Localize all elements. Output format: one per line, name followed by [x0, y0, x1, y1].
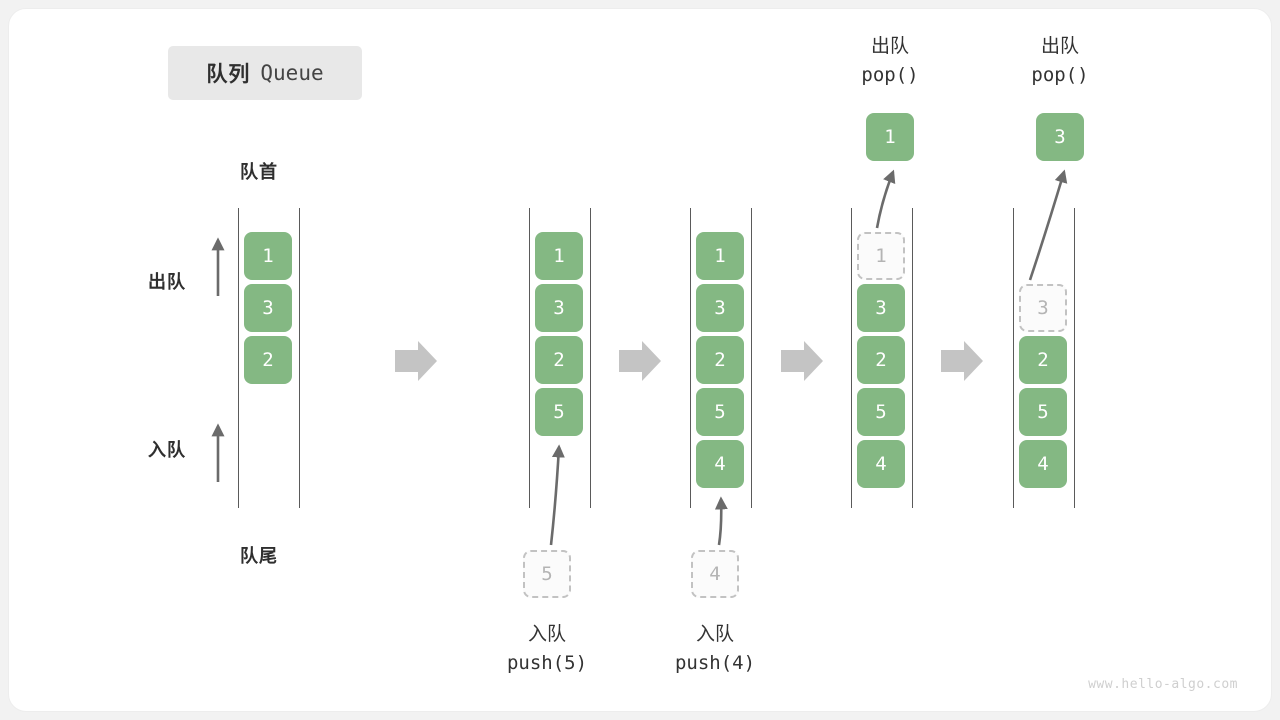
- queue-rail-right-stage4: [912, 208, 913, 508]
- queue-rail-right-stage2: [590, 208, 591, 508]
- queue-rail-right-stage3: [751, 208, 752, 508]
- incoming-ghost-cell: 5: [523, 550, 571, 598]
- queue-cell: 4: [857, 440, 905, 488]
- diagram-card: [8, 8, 1272, 712]
- popped-cell: 3: [1036, 113, 1084, 161]
- push-5-caption-code: push(5): [452, 649, 642, 678]
- watermark: www.hello-algo.com: [1088, 677, 1238, 692]
- push-4-fn: push(: [674, 652, 733, 675]
- push-4-caption-cn: 入队: [695, 624, 734, 645]
- queue-cell: 2: [1019, 336, 1067, 384]
- pop-3-caption: 出队 pop(): [985, 32, 1135, 91]
- queue-rail-left-stage2: [529, 208, 530, 508]
- queue-cell: 5: [857, 388, 905, 436]
- queue-cell: 2: [244, 336, 292, 384]
- push-5-fn: push(: [506, 652, 565, 675]
- queue-cell: 3: [535, 284, 583, 332]
- push-4-caption-code: push(4): [620, 649, 810, 678]
- queue-rail-right-stage1: [299, 208, 300, 508]
- pop-3-caption-code: pop(): [1031, 64, 1089, 87]
- push-5-caption: 入队 push(5): [452, 620, 642, 679]
- queue-rail-left-stage4: [851, 208, 852, 508]
- queue-cell: 2: [535, 336, 583, 384]
- queue-rail-left-stage3: [690, 208, 691, 508]
- queue-cell: 4: [1019, 440, 1067, 488]
- queue-head-label: 队首: [240, 162, 278, 182]
- enqueue-label: 入队: [148, 440, 186, 460]
- queue-cell-ghost: 3: [1019, 284, 1067, 332]
- queue-cell: 1: [535, 232, 583, 280]
- queue-cell: 2: [696, 336, 744, 384]
- queue-cell: 3: [244, 284, 292, 332]
- diagram-title-en: Queue: [260, 61, 324, 85]
- diagram-title-cn: 队列: [206, 63, 251, 86]
- pop-1-caption-cn: 出队: [870, 36, 909, 57]
- queue-cell: 5: [1019, 388, 1067, 436]
- queue-cell: 2: [857, 336, 905, 384]
- queue-cell-ghost: 1: [857, 232, 905, 280]
- queue-cell: 1: [696, 232, 744, 280]
- push-4-fn-end: ): [743, 652, 756, 675]
- queue-cell: 4: [696, 440, 744, 488]
- push-4-arg: 4: [732, 652, 744, 675]
- popped-cell: 1: [866, 113, 914, 161]
- queue-cell: 5: [696, 388, 744, 436]
- pop-1-caption: 出队 pop(): [815, 32, 965, 91]
- pop-1-caption-code: pop(): [861, 64, 919, 87]
- push-5-arg: 5: [564, 652, 576, 675]
- queue-cell: 5: [535, 388, 583, 436]
- queue-tail-label: 队尾: [240, 546, 278, 566]
- queue-cell: 1: [244, 232, 292, 280]
- incoming-ghost-cell: 4: [691, 550, 739, 598]
- push-5-caption-cn: 入队: [527, 624, 566, 645]
- queue-rail-left-stage1: [238, 208, 239, 508]
- pop-3-caption-cn: 出队: [1040, 36, 1079, 57]
- diagram-title-chip: 队列 Queue: [168, 46, 362, 100]
- dequeue-label: 出队: [148, 272, 186, 292]
- queue-rail-right-stage5: [1074, 208, 1075, 508]
- queue-cell: 3: [696, 284, 744, 332]
- queue-rail-left-stage5: [1013, 208, 1014, 508]
- queue-cell: 3: [857, 284, 905, 332]
- push-4-caption: 入队 push(4): [620, 620, 810, 679]
- push-5-fn-end: ): [575, 652, 588, 675]
